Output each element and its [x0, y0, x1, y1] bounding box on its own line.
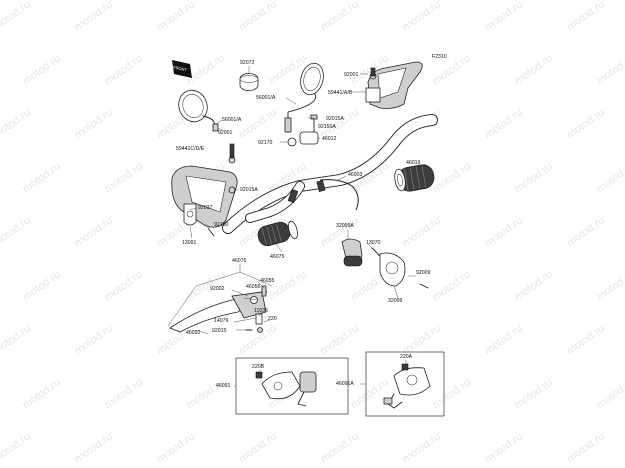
part-label-l11036: 11036 — [254, 308, 269, 314]
front-logo — [172, 60, 192, 78]
part-label-l92001b: 92001 — [344, 72, 359, 78]
clutch-lever-assembly — [169, 285, 267, 333]
figure-code: F2310 — [432, 54, 447, 60]
part-label-l220: 220 — [268, 316, 277, 322]
part-label-l32099a: 32099A — [336, 223, 354, 229]
clamp-92072 — [239, 72, 259, 92]
part-label-l92015: 92015 — [212, 328, 227, 334]
part-label-l46075: 46075 — [270, 254, 285, 260]
part-label-l92015a: 92015A — [326, 116, 344, 122]
part-label-l92002: 92002 — [210, 286, 225, 292]
part-label-l46091: 46091 — [216, 383, 231, 389]
part-label-l59441ab: 59441/A/B — [328, 90, 353, 96]
part-label-l92037: 92037 — [198, 205, 213, 211]
leader-lines — [167, 66, 427, 387]
part-label-l220b: 220B — [252, 364, 265, 370]
part-label-l46091a: 46091A — [336, 381, 354, 387]
part-label-l46092: 46092 — [186, 330, 201, 336]
left-mirror — [178, 89, 219, 132]
grip-left — [257, 220, 298, 247]
switch-box-46091A — [365, 351, 445, 417]
switch-box-46091 — [235, 357, 349, 415]
part-label-l32099: 32099 — [388, 298, 403, 304]
grip-right — [394, 164, 435, 192]
throttle-housing — [341, 238, 429, 289]
part-label-l46076: 46076 — [232, 258, 247, 264]
part-label-l92150a: 92150A — [318, 124, 336, 130]
clamp-13091 — [183, 203, 215, 237]
part-label-l59441cde: 59441C/D/E — [176, 146, 205, 152]
part-label-l92001a: 92001 — [218, 130, 233, 136]
part-label-l46055: 46055 — [260, 278, 275, 284]
right-mirror — [284, 62, 324, 133]
hand-guard-right — [365, 61, 423, 109]
part-label-l92170: 92170 — [258, 140, 273, 146]
handlebar — [222, 114, 438, 234]
part-label-l92015a2: 92015A — [240, 187, 258, 193]
part-label-l14079: 14079 — [214, 318, 229, 324]
part-label-l220a: 220A — [400, 354, 413, 360]
part-label-l13091: 13091 — [182, 240, 197, 246]
part-label-l56001a: 56001/A — [222, 117, 242, 123]
part-label-l46012: 46012 — [322, 136, 337, 142]
part-label-l46056: 46056 — [246, 284, 261, 290]
part-label-l92072: 92072 — [240, 60, 255, 66]
part-label-l92009: 92009 — [416, 270, 431, 276]
part-label-l92150: 92150 — [214, 222, 229, 228]
part-label-l46003: 46003 — [348, 172, 363, 178]
part-label-l46019: 46019 — [406, 160, 421, 166]
part-label-l56001b: 56001/A — [256, 95, 276, 101]
part-label-l13070: 13070 — [366, 240, 381, 246]
clamp-46012 — [287, 114, 319, 147]
hand-guard-left — [171, 143, 238, 228]
